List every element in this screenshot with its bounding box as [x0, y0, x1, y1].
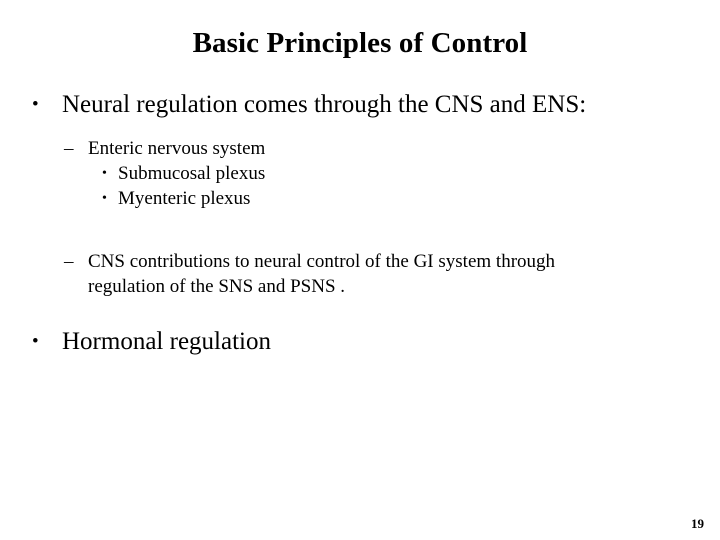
slide-body: • Neural regulation comes through the CN…: [0, 90, 720, 357]
bullet-dash-icon: –: [64, 251, 74, 272]
bullet-item-myenteric-plexus: • Myenteric plexus: [0, 186, 720, 211]
spacer: [0, 299, 720, 327]
bullet-item-enteric-nervous-system: – Enteric nervous system: [0, 136, 720, 161]
bullet-dot-icon: •: [102, 166, 107, 181]
bullet-item-hormonal-regulation: • Hormonal regulation: [0, 327, 720, 357]
bullet-item-submucosal-plexus: • Submucosal plexus: [0, 161, 720, 186]
bullet-dot-icon: •: [32, 94, 39, 115]
bullet-text: Myenteric plexus: [118, 188, 251, 209]
bullet-text: Hormonal regulation: [62, 328, 271, 355]
page-number: 19: [691, 516, 704, 531]
bullet-text: Neural regulation comes through the CNS …: [62, 91, 587, 118]
bullet-text: CNS contributions to neural control of t…: [88, 251, 556, 297]
spacer: [0, 120, 720, 136]
spacer: [0, 211, 720, 249]
bullet-dash-icon: –: [64, 138, 74, 159]
slide-title: Basic Principles of Control: [192, 27, 528, 59]
bullet-item-neural-regulation: • Neural regulation comes through the CN…: [0, 90, 720, 120]
bullet-dot-icon: •: [102, 191, 107, 206]
bullet-text: Enteric nervous system: [88, 138, 266, 159]
bullet-item-cns-contributions: – CNS contributions to neural control of…: [0, 249, 720, 299]
bullet-text: Submucosal plexus: [118, 163, 266, 184]
bullet-dot-icon: •: [32, 331, 39, 352]
